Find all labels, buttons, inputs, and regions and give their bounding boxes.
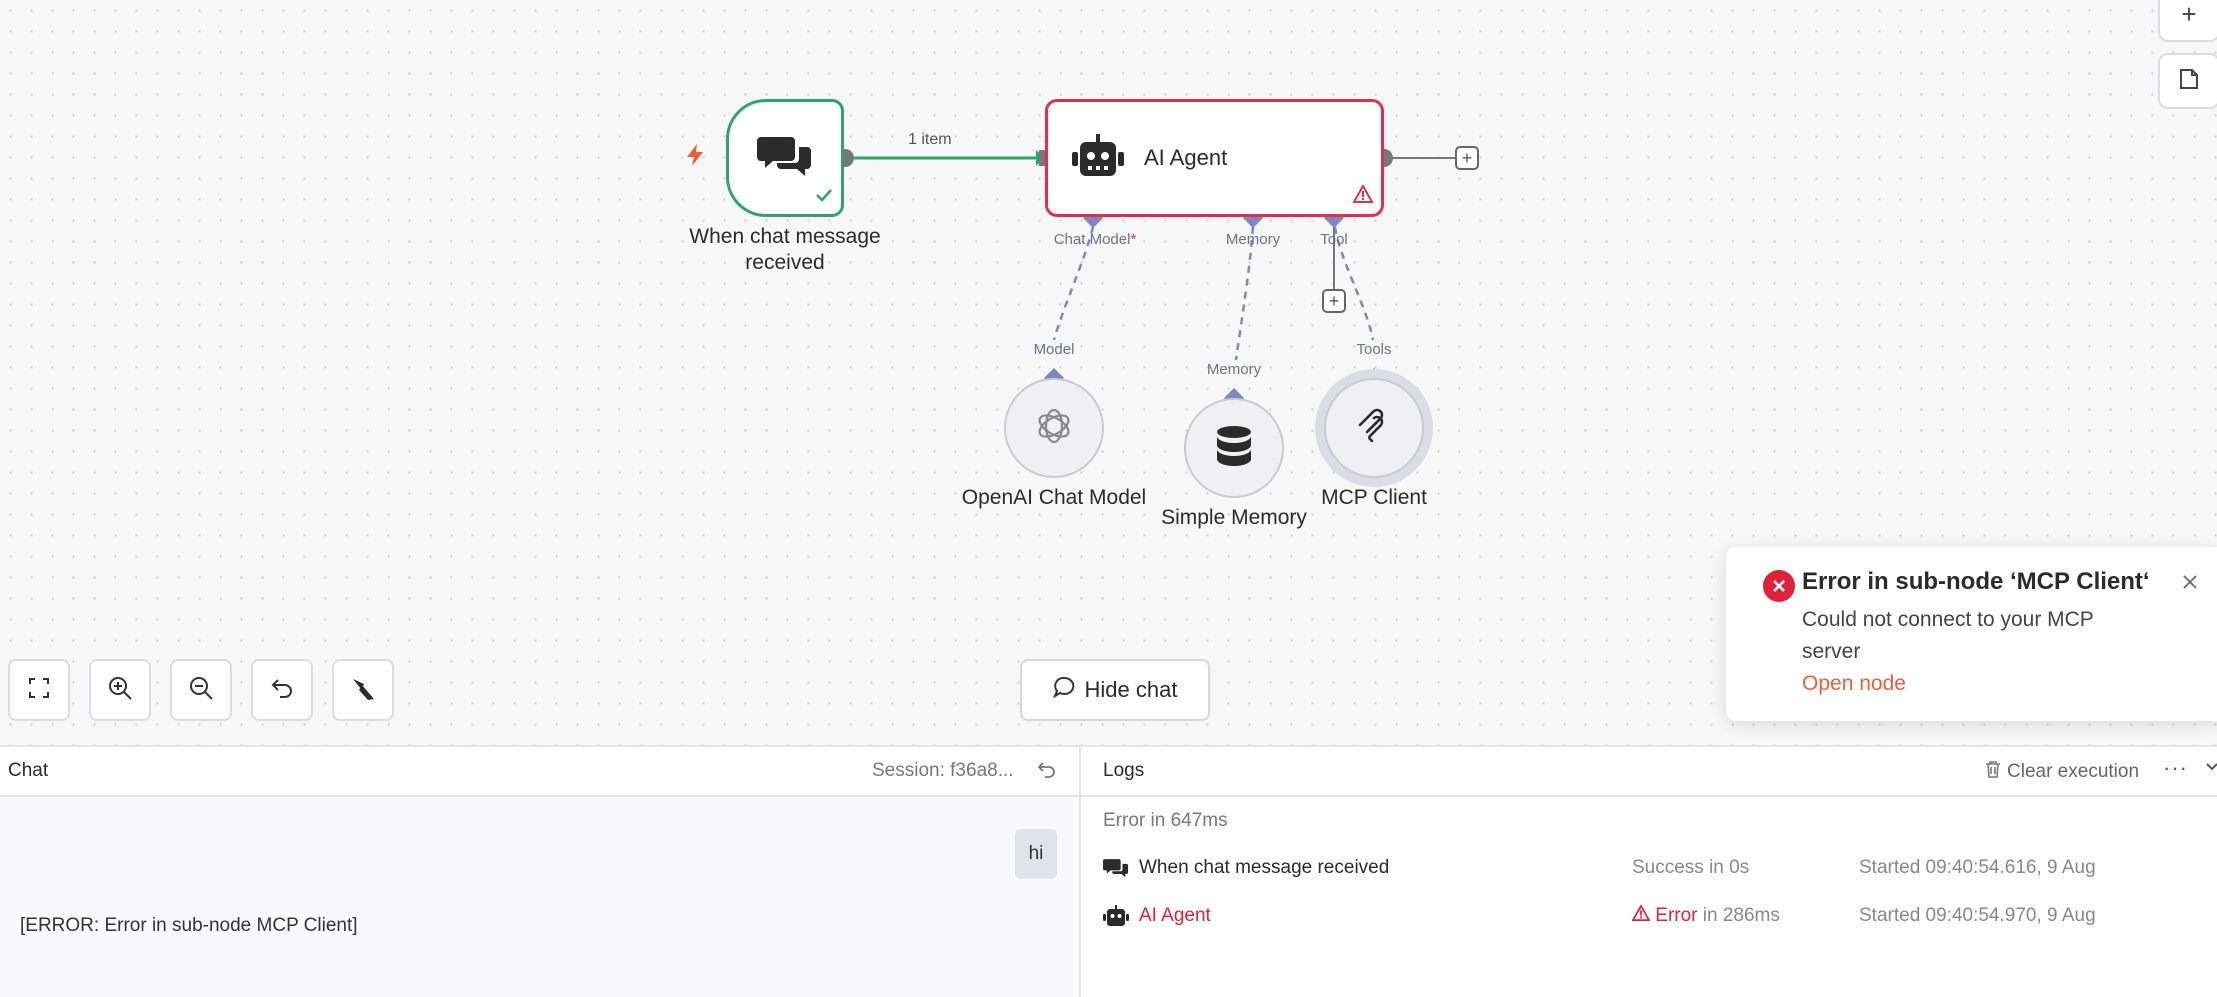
chat-bubble-icon [1052, 676, 1075, 704]
robot-icon [1072, 133, 1124, 183]
tools-port-label: Tools [1356, 341, 1392, 358]
log-row[interactable]: When chat message received Success in 0s… [1103, 855, 2203, 885]
chevron-down-icon[interactable] [2205, 759, 2217, 777]
chat-model-input-label: Chat Model* [1053, 231, 1137, 248]
tool-connection [1333, 226, 1375, 341]
trigger-bolt-icon [685, 143, 705, 172]
log-node-name: When chat message received [1139, 857, 1390, 878]
toast-close-icon[interactable] [2178, 570, 2202, 594]
openai-chat-model-label: OpenAI Chat Model [961, 486, 1147, 509]
add-next-node-button[interactable]: + [1455, 146, 1479, 170]
undo-icon [270, 676, 294, 705]
log-status-duration: in 286ms [1697, 905, 1780, 926]
chat-title: Chat [8, 760, 49, 781]
bot-message: [ERROR: Error in sub-node MCP Client] [20, 915, 358, 936]
ai-agent-node[interactable]: AI Agent [1045, 99, 1384, 217]
database-icon [1216, 425, 1252, 472]
trigger-node-label: When chat message received [689, 225, 881, 274]
clear-execution-button[interactable]: Clear execution [1985, 760, 2139, 784]
ai-agent-title: AI Agent [1144, 145, 1228, 170]
logs-panel: Logs Clear execution ··· Error in 647ms … [1081, 745, 2217, 997]
chat-header: Chat Session: f36a8... [0, 747, 1079, 797]
log-status: Success in 0s [1632, 857, 1750, 878]
reset-session-icon[interactable] [1037, 760, 1057, 785]
logs-header: Logs Clear execution ··· [1081, 747, 2217, 797]
broom-icon [350, 675, 376, 706]
zoom-out-button[interactable] [170, 659, 232, 721]
memory-connection [1234, 226, 1255, 361]
reset-zoom-button[interactable] [251, 659, 313, 721]
openai-icon [1034, 406, 1074, 451]
fit-view-button[interactable] [8, 659, 70, 721]
toast-message: Could not connect to your MCP server [1802, 608, 2094, 663]
chat-bubbles-icon [757, 133, 813, 184]
trigger-node[interactable] [726, 99, 844, 217]
agent-warning-icon[interactable] [1352, 183, 1374, 208]
mcp-icon [1356, 408, 1392, 449]
sticky-note-button[interactable] [2158, 53, 2217, 109]
openai-chat-model-node[interactable] [1004, 378, 1104, 478]
hide-chat-label: Hide chat [1084, 677, 1178, 702]
fullscreen-icon [27, 676, 51, 705]
robot-icon [1103, 905, 1129, 933]
workflow-canvas[interactable]: When chat message received 1 item AI Age… [0, 0, 2217, 745]
chat-panel: Chat Session: f36a8... hi [ERROR: Error … [0, 745, 1081, 997]
edge-item-count: 1 item [908, 131, 952, 148]
log-status-error: Error [1655, 905, 1698, 926]
mcp-client-node[interactable] [1324, 378, 1424, 478]
clear-execution-label: Clear execution [2007, 761, 2140, 782]
zoom-out-icon [188, 675, 214, 706]
hide-chat-button[interactable]: Hide chat [1020, 659, 1210, 721]
execution-summary: Error in 647ms [1103, 810, 1228, 831]
user-message: hi [1015, 829, 1057, 879]
tool-input-label: Tool [1320, 231, 1348, 248]
model-port-label: Model [1033, 341, 1075, 358]
more-options-icon[interactable]: ··· [2163, 755, 2188, 780]
trash-icon [1985, 760, 2001, 784]
mcp-client-label: MCP Client [1321, 486, 1427, 509]
log-status: Error in 286ms [1631, 904, 1780, 927]
error-x-icon [1763, 570, 1795, 602]
simple-memory-node[interactable] [1184, 398, 1284, 498]
toast-title: Error in sub-node ‘MCP Client‘ [1802, 568, 2150, 595]
log-node-name: AI Agent [1139, 905, 1211, 926]
session-id[interactable]: Session: f36a8... [872, 760, 1014, 781]
log-started: Started 09:40:54.616, 9 Aug [1859, 857, 2096, 878]
chat-bubbles-icon [1103, 857, 1129, 885]
error-toast: Error in sub-node ‘MCP Client‘ Could not… [1726, 547, 2217, 721]
success-check-icon [815, 188, 833, 207]
zoom-in-button[interactable] [89, 659, 151, 721]
add-tool-button[interactable]: + [1322, 289, 1346, 313]
log-row[interactable]: AI Agent Error in 286ms Started 09:40:54… [1103, 903, 2203, 933]
model-connection [1052, 226, 1095, 341]
chat-messages: hi [ERROR: Error in sub-node MCP Client] [0, 797, 1079, 997]
memory-sub-port-label: Memory [1206, 361, 1262, 378]
tidy-up-button[interactable] [332, 659, 394, 721]
agent-input-port [1039, 150, 1047, 166]
simple-memory-label: Simple Memory [1161, 506, 1307, 529]
memory-input-label: Memory [1225, 231, 1281, 248]
log-started: Started 09:40:54.970, 9 Aug [1859, 905, 2096, 926]
note-icon [2179, 66, 2199, 97]
warning-icon [1631, 904, 1655, 926]
logs-title: Logs [1103, 760, 1145, 781]
open-node-link[interactable]: Open node [1802, 672, 1906, 695]
zoom-in-icon [107, 675, 133, 706]
add-node-button[interactable]: + [2158, 0, 2217, 42]
